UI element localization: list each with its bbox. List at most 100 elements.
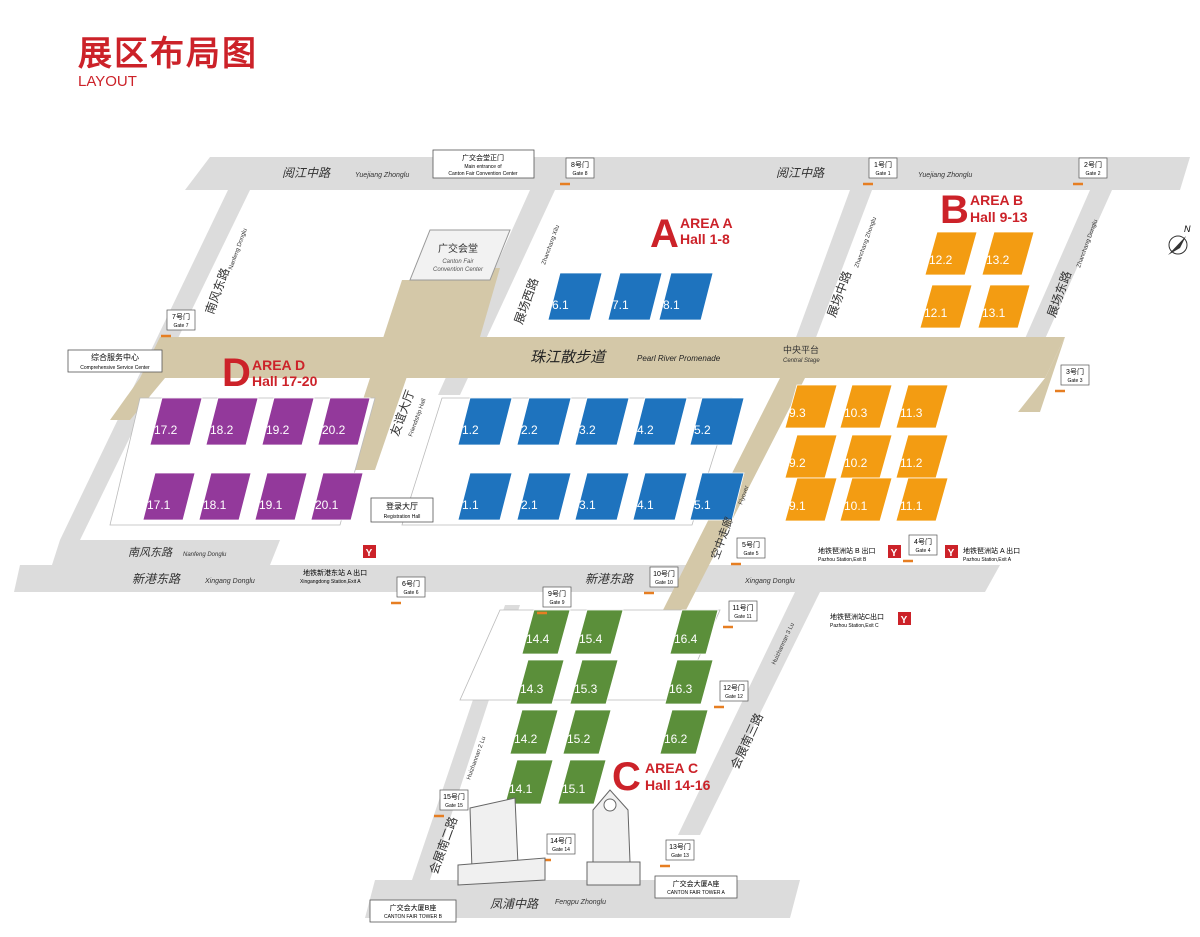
hall-block[interactable]: 5.1 [689, 472, 745, 521]
hall-block[interactable]: 16.3 [664, 659, 714, 705]
hall-label: 5.1 [694, 498, 711, 512]
hall-block[interactable]: 15.2 [562, 709, 612, 755]
hall-block[interactable]: 2.1 [516, 472, 572, 521]
hall-block[interactable]: 9.3 [784, 384, 838, 429]
hall-block[interactable]: 19.1 [254, 472, 308, 521]
hall-block[interactable]: 12.2 [924, 231, 978, 276]
promenade-west [110, 378, 165, 420]
hall-shape [981, 231, 1035, 276]
hall-block[interactable]: 17.2 [149, 397, 203, 446]
area-c-halls: Hall 14-16 [645, 777, 711, 793]
hall-block[interactable]: 11.1 [895, 477, 949, 522]
gate-cn: 10号门 [653, 569, 675, 578]
tower-b-en: CANTON FAIR TOWER B [384, 914, 443, 920]
hall-block[interactable]: 14.3 [515, 659, 565, 705]
hall-label: 2.2 [521, 423, 538, 437]
gate-en: Gate 13 [671, 853, 689, 859]
gate-cn: 1号门 [874, 160, 892, 169]
hall-block[interactable]: 9.1 [784, 477, 838, 522]
hall-shape [607, 272, 663, 321]
hall-block[interactable]: 14.2 [509, 709, 559, 755]
hall-block[interactable]: 18.2 [205, 397, 259, 446]
road-xingang-cn-1: 新港东路 [132, 572, 181, 586]
area-b-name: AREA B [970, 192, 1023, 208]
gate-en: Gate 9 [549, 600, 564, 606]
road-nanfeng-v-en: Nanfeng Donglu [228, 228, 248, 271]
convention-en1: Canton Fair [442, 259, 474, 265]
hall-label: 19.2 [266, 423, 290, 437]
hall-block[interactable]: 15.4 [574, 609, 624, 655]
gate-en: Gate 10 [655, 580, 673, 586]
hall-block[interactable]: 10.3 [839, 384, 893, 429]
promenade-east [1018, 337, 1065, 412]
convention-base [400, 268, 500, 337]
hall-label: 18.1 [203, 498, 227, 512]
gate-box [166, 309, 196, 331]
hall-block[interactable]: 14.1 [504, 759, 554, 805]
hall-block[interactable]: 7.1 [607, 272, 663, 321]
hall-block[interactable]: 16.4 [669, 609, 719, 655]
hall-label: 14.1 [509, 782, 533, 796]
hall-block[interactable]: 3.2 [574, 397, 630, 446]
hall-block[interactable]: 5.2 [689, 397, 745, 446]
hall-shape [198, 472, 252, 521]
hall-block[interactable]: 4.1 [632, 472, 688, 521]
hall-block[interactable]: 20.1 [310, 472, 364, 521]
gate-box [546, 833, 576, 855]
hall-block[interactable]: 10.2 [839, 434, 893, 479]
hall-block[interactable]: 15.1 [557, 759, 607, 805]
hall-block[interactable]: 9.2 [784, 434, 838, 479]
registration-cn: 登录大厅 [386, 501, 418, 511]
hall-shape [689, 472, 745, 521]
hall-block[interactable]: 18.1 [198, 472, 252, 521]
convention-center: 广交会堂 Canton Fair Convention Center [409, 229, 511, 281]
hall-block[interactable]: 16.2 [659, 709, 709, 755]
hall-block[interactable]: 19.2 [261, 397, 315, 446]
gate-en: Gate 4 [915, 548, 930, 554]
hall-block[interactable]: 17.1 [142, 472, 196, 521]
hall-label: 17.1 [147, 498, 171, 512]
hall-label: 4.1 [637, 498, 654, 512]
hall-block[interactable]: 4.2 [632, 397, 688, 446]
hall-block[interactable]: 8.1 [658, 272, 714, 321]
hall-block[interactable]: 13.2 [981, 231, 1035, 276]
hall-label: 10.3 [844, 406, 868, 420]
hall-block[interactable]: 11.3 [895, 384, 949, 429]
gate-box [719, 680, 749, 702]
hall-label: 17.2 [154, 423, 178, 437]
convention-cn: 广交会堂 [438, 242, 478, 255]
gate-en: Gate 2 [1085, 171, 1100, 177]
station-pazhou-b-cn: 地铁琶洲站 B 出口 [818, 546, 876, 555]
road-zhanchang-xi-cn: 展场西路 [511, 276, 542, 326]
compass-icon: N [1168, 224, 1191, 255]
road-nanfeng-h [52, 540, 280, 565]
hall-block[interactable]: 20.2 [317, 397, 371, 446]
hall-shape [924, 231, 978, 276]
tower-a-cn: 广交会大厦A座 [673, 879, 720, 888]
hall-block[interactable]: 1.1 [457, 472, 513, 521]
hall-block[interactable]: 10.1 [839, 477, 893, 522]
hall-block[interactable]: 15.3 [569, 659, 619, 705]
hall-label: 14.2 [514, 732, 538, 746]
hall-block[interactable]: 12.1 [919, 284, 973, 329]
hall-block[interactable]: 14.4 [521, 609, 571, 655]
gate-en: Gate 14 [552, 847, 570, 853]
hall-block[interactable]: 2.2 [516, 397, 572, 446]
gate-cn: 11号门 [732, 603, 753, 612]
hall-block[interactable]: 3.1 [574, 472, 630, 521]
svg-text:Y: Y [948, 548, 955, 559]
hall-shape [562, 709, 612, 755]
hall-block[interactable]: 6.1 [547, 272, 603, 321]
gate-callout: 10号门 Gate 10 [644, 566, 679, 595]
hall-shape [509, 709, 559, 755]
gate-box [908, 534, 938, 556]
hall-block[interactable]: 13.1 [977, 284, 1031, 329]
hall-block[interactable]: 1.2 [457, 397, 513, 446]
hall-block[interactable]: 11.2 [895, 434, 949, 479]
road-xingang-cn-2: 新港东路 [585, 572, 634, 586]
metro-icon [945, 545, 958, 558]
